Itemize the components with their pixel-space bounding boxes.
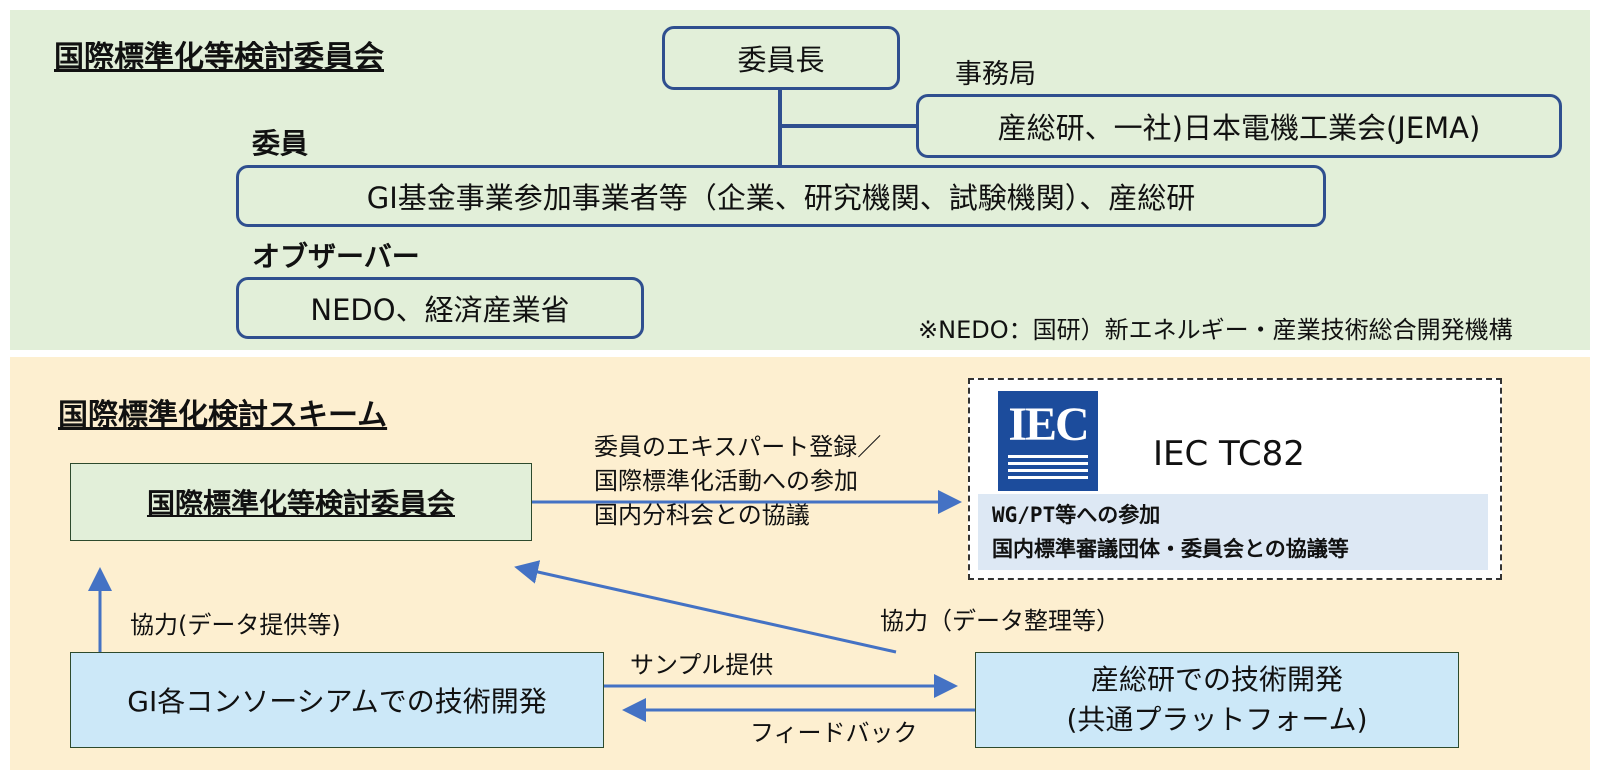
aist-dev-line: 産総研での技術開発 <box>1090 663 1343 696</box>
iec-logo-stripe <box>1008 476 1088 479</box>
iec-logo-stripe <box>1008 469 1088 472</box>
iec-logo-text: IEC <box>1008 398 1089 451</box>
to-iec-line: 国内分科会との協議 <box>594 501 810 529</box>
gi-dev-box: GI各コンソーシアムでの技術開発 <box>70 652 604 748</box>
iec-logo: IEC <box>998 391 1098 491</box>
iec-name: IEC TC82 <box>1153 434 1305 474</box>
committee-title: 国際標準化等検討委員会 <box>54 40 384 75</box>
to-iec-line: 委員のエキスパート登録／ <box>594 433 882 461</box>
iec-activities-text: WG/PT等への参加 国内標準審議団体・委員会との協議等 <box>992 498 1349 566</box>
chair-box: 委員長 <box>662 26 900 90</box>
to-iec-text: 委員のエキスパート登録／ 国際標準化活動への参加 国内分科会との協議 <box>594 430 881 532</box>
coop-left-label: 協力(データ提供等) <box>130 611 341 639</box>
secretariat-box: 産総研、一社)日本電機工業会(JEMA) <box>916 94 1562 158</box>
iec-logo-stripe <box>1008 455 1088 458</box>
nedo-footnote: ※NEDO：国研）新エネルギー・産業技術総合開発機構 <box>918 316 1513 344</box>
members-box: GI基金事業参加事業者等（企業、研究機関、試験機関）、産総研 <box>236 165 1326 227</box>
coop-right-label: 協力（データ整理等） <box>880 607 1120 635</box>
iec-activity-line: 国内標準審議団体・委員会との協議等 <box>992 537 1349 561</box>
aist-dev-box: 産総研での技術開発 (共通プラットフォーム) <box>975 652 1459 748</box>
committee-panel <box>10 10 1590 350</box>
aist-dev-line: (共通プラットフォーム) <box>1066 703 1368 736</box>
iec-activity-line: WG/PT等への参加 <box>992 503 1161 527</box>
secretariat-label: 事務局 <box>955 59 1036 90</box>
iec-activities-strip <box>978 494 1488 570</box>
scheme-title: 国際標準化検討スキーム <box>58 398 388 433</box>
aist-to-committee-arrow <box>514 560 897 654</box>
observers-label: オブザーバー <box>252 240 420 273</box>
members-label: 委員 <box>252 127 309 160</box>
observers-box: NEDO、経済産業省 <box>236 277 644 339</box>
iec-logo-stripe <box>1008 462 1088 465</box>
to-iec-line: 国際標準化活動への参加 <box>594 467 858 495</box>
committee-box: 国際標準化等検討委員会 <box>70 463 532 541</box>
sample-label: サンプル提供 <box>630 651 774 679</box>
feedback-label: フィードバック <box>750 719 918 747</box>
